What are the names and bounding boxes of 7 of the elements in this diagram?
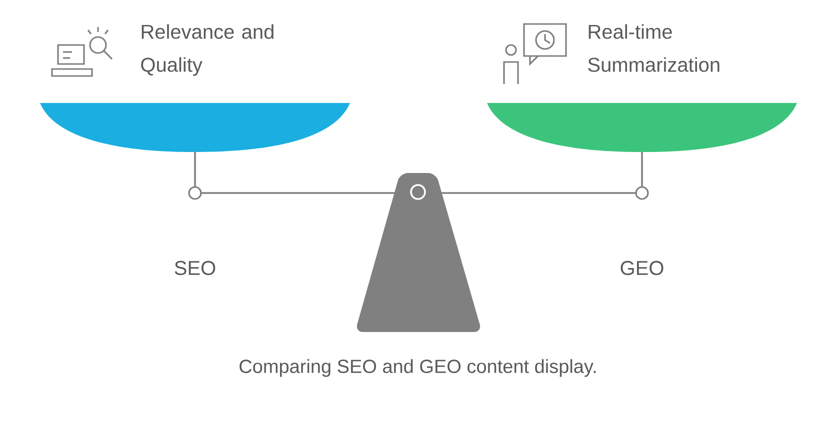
pan-label: GEO <box>620 260 664 276</box>
node-label: Real-time Summarization <box>588 24 720 72</box>
node-label: Relevance and Quality <box>141 24 274 76</box>
caption: Comparing SEO and GEO content display. <box>240 359 596 377</box>
scale-pan: Real-time Summarization <box>487 24 797 152</box>
pan-label: SEO <box>174 260 216 276</box>
scale-pan: Relevance and Quality <box>40 24 350 152</box>
